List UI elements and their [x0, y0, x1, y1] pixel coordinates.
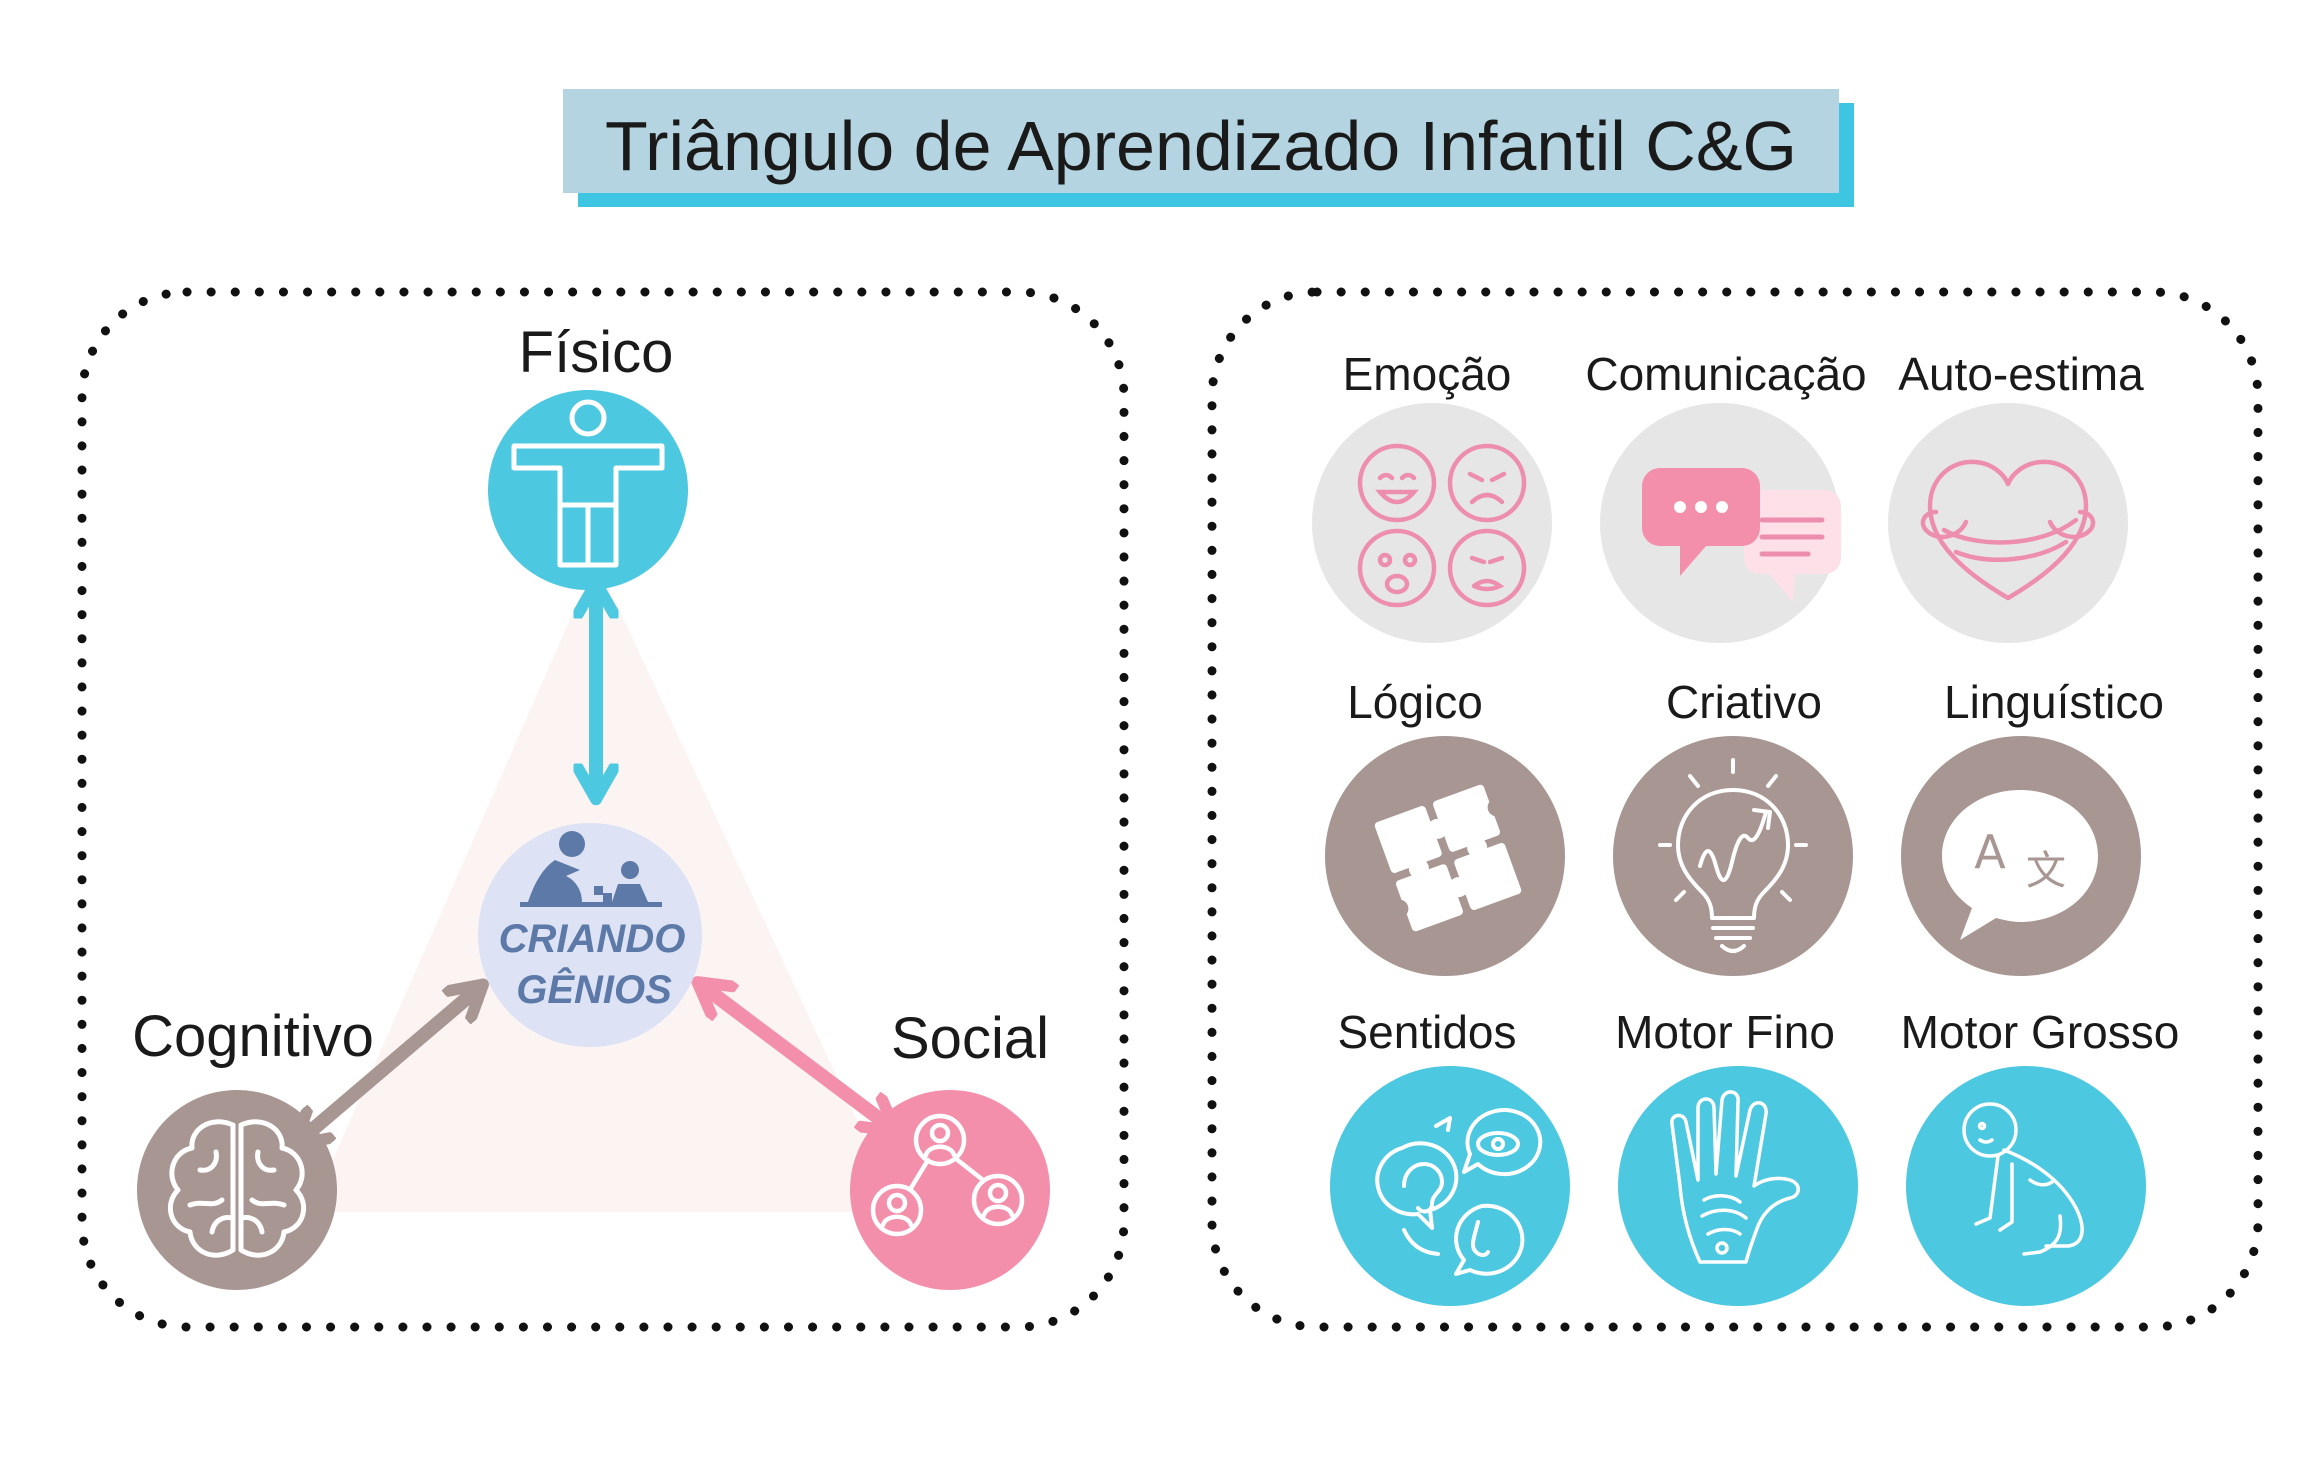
social-network-icon	[870, 1113, 1025, 1237]
area-label-logico: Lógico	[1347, 676, 1483, 728]
chat-bubbles-icon	[1642, 468, 1841, 602]
area-label-criativo: Criativo	[1666, 676, 1822, 728]
area-label-motor-fino: Motor Fino	[1615, 1006, 1835, 1058]
logo-text-line1: CRIANDO	[499, 917, 686, 961]
page-title: Triângulo de Aprendizado Infantil C&G	[605, 107, 1797, 185]
triangle-panel-border	[77, 287, 1129, 1332]
fisico-label: Físico	[519, 320, 674, 385]
area-label-motor-grosso: Motor Grosso	[1901, 1006, 2180, 1058]
center-logo-circle	[478, 823, 702, 1047]
area-label-linguistico: Linguístico	[1944, 676, 2164, 728]
cognitivo-label: Cognitivo	[132, 1004, 374, 1069]
svg-text:文: 文	[2026, 848, 2066, 894]
area-circle-auto-estima	[1888, 403, 2128, 643]
area-circle-motor-grosso	[1906, 1066, 2146, 1306]
heart-hug-icon	[1920, 459, 2096, 601]
senses-icon	[1375, 1108, 1543, 1276]
area-label-emocao: Emoção	[1343, 348, 1512, 400]
logo-text-line2: GÊNIOS	[516, 966, 672, 1012]
title-background	[563, 89, 1839, 193]
puzzle-icon	[1374, 784, 1522, 932]
social-label: Social	[891, 1006, 1049, 1071]
area-circle-emocao	[1312, 403, 1552, 643]
crawling-baby-icon	[1962, 1102, 2084, 1256]
area-label-auto-estima: Auto-estima	[1898, 348, 2144, 400]
area-circle-logico	[1325, 736, 1565, 976]
arrow-cognitivo-center	[305, 993, 473, 1136]
hand-icon	[1670, 1090, 1800, 1264]
cognitivo-node	[137, 1090, 337, 1290]
lightbulb-icon	[1658, 758, 1808, 953]
emotion-faces-icon	[1357, 443, 1527, 608]
area-circle-motor-fino	[1618, 1066, 1858, 1306]
fisico-node	[488, 390, 688, 590]
area-circle-sentidos	[1330, 1066, 1570, 1306]
translate-icon: A 文	[1942, 790, 2098, 940]
parent-child-play-icon	[520, 831, 662, 907]
area-label-sentidos: Sentidos	[1337, 1006, 1516, 1058]
brain-icon	[167, 1119, 307, 1258]
area-label-comunicacao: Comunicação	[1585, 348, 1866, 400]
svg-text:A: A	[1974, 825, 2006, 879]
title-box: Triângulo de Aprendizado Infantil C&G	[563, 89, 1854, 207]
body-outline-icon	[511, 399, 665, 568]
social-node	[850, 1090, 1050, 1290]
areas-panel-border	[1207, 287, 2263, 1332]
arrow-social-center	[708, 990, 885, 1123]
